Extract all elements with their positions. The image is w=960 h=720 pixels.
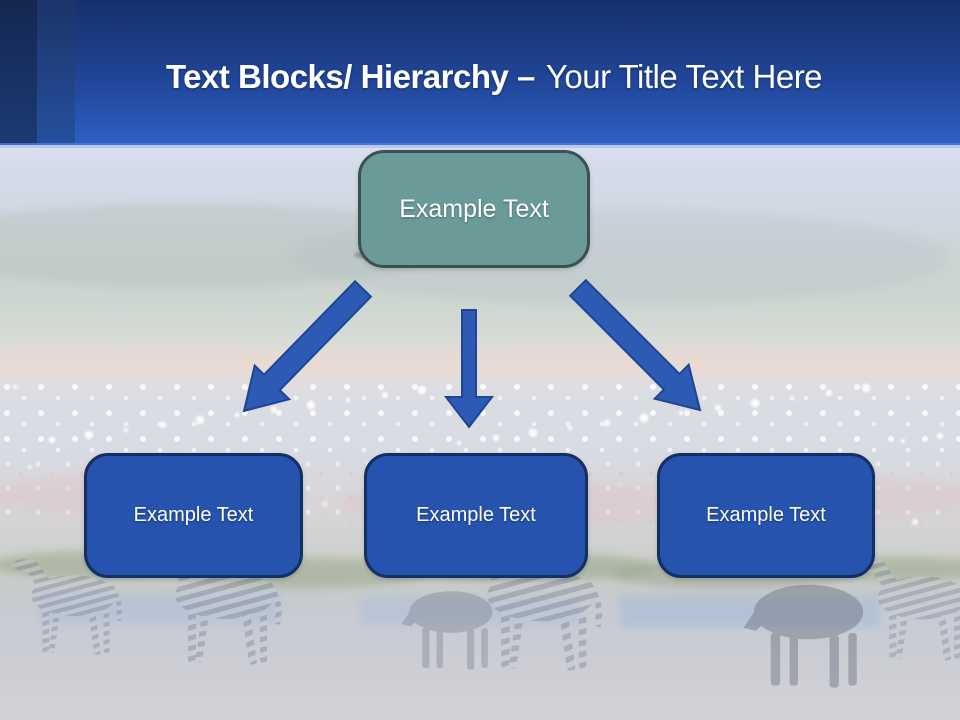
hierarchy-child-box-2: Example Text xyxy=(364,453,588,578)
title-bar: Text Blocks/ Hierarchy – Your Title Text… xyxy=(0,0,960,145)
hierarchy-child-box-3: Example Text xyxy=(657,453,875,578)
hierarchy-child-label-1: Example Text xyxy=(133,504,254,526)
hierarchy-root-label: Example Text xyxy=(399,194,549,223)
hierarchy-child-label-3: Example Text xyxy=(706,504,826,526)
slide-title-bold: Text Blocks/ Hierarchy – xyxy=(165,57,535,95)
accent-stripe-mid xyxy=(37,0,75,145)
slide-body: Example Text Example Text Example Text E… xyxy=(0,145,960,720)
slide-title: Text Blocks/ Hierarchy – Your Title Text… xyxy=(0,0,960,145)
hierarchy-child-box-1: Example Text xyxy=(84,453,303,578)
hierarchy-root-box: Example Text xyxy=(358,150,590,268)
hierarchy-child-label-2: Example Text xyxy=(416,504,536,526)
accent-stripe-dark xyxy=(0,0,37,145)
slide-title-regular: Your Title Text Here xyxy=(545,57,823,95)
header-highlight-line xyxy=(0,143,960,145)
